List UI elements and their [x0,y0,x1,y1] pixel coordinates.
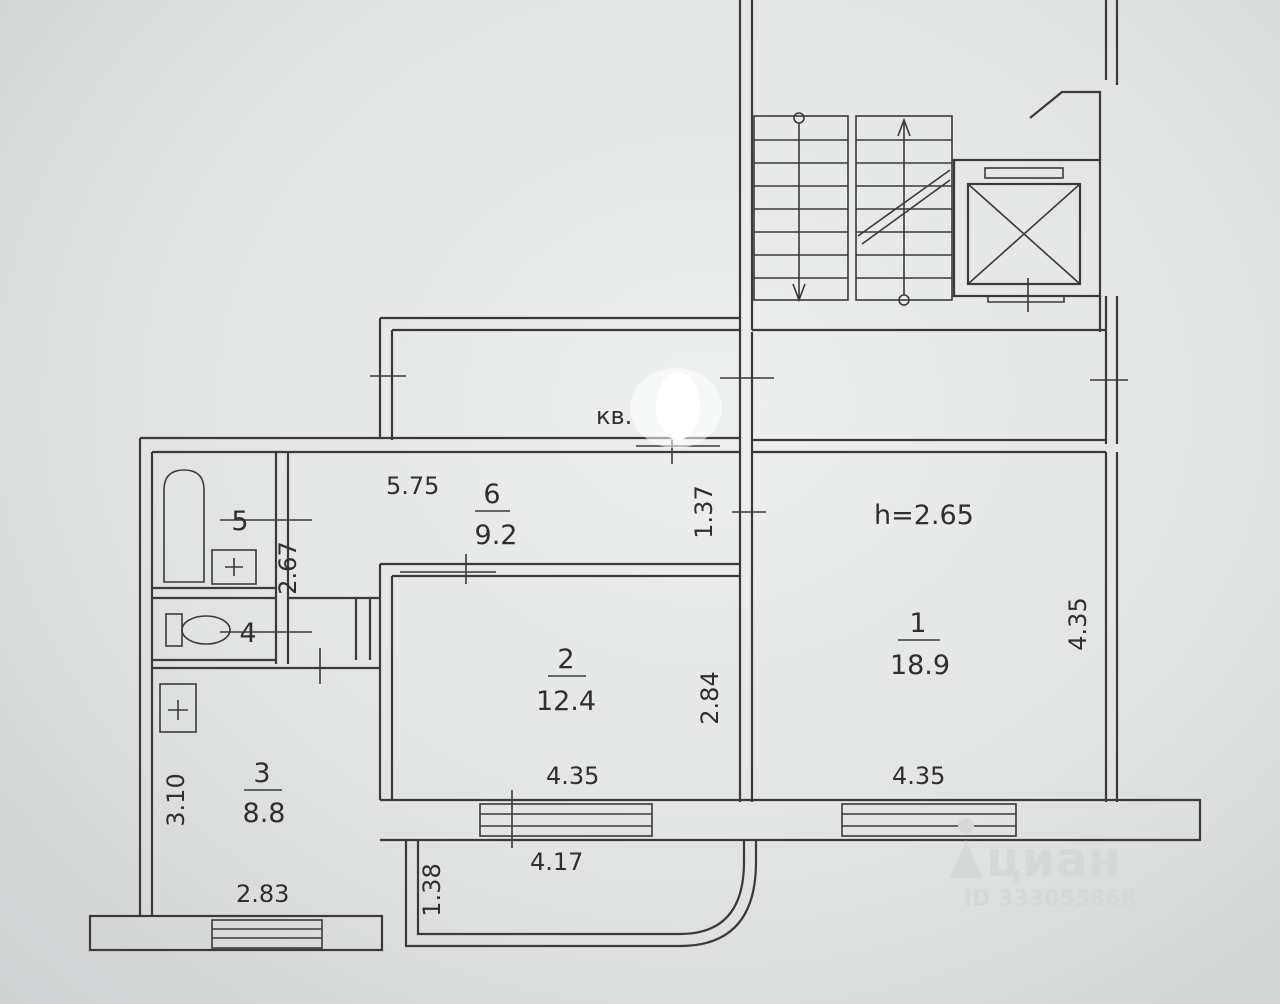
dim-hall-width: 1.37 [690,485,718,538]
window-room3 [211,919,323,949]
stairwell-block [738,0,1128,444]
dim-room1-height: 4.35 [1064,597,1092,650]
elevator-shaft [952,90,1102,312]
room-area: 9.2 [475,520,518,551]
bathtub-icon [163,469,205,583]
room-area: 12.4 [536,686,596,717]
apartment-label: кв. [596,402,632,430]
watermark-brand: циан [986,832,1121,888]
ceiling-height: h=2.65 [874,500,974,531]
window-room2 [479,790,653,848]
room-3-label: 3 8.8 [243,758,286,829]
room-1-label: 1 18.9 [890,608,950,681]
sink-icon [211,549,257,585]
balcony [404,840,758,948]
dim-room2-width: 4.35 [546,762,599,790]
dim-room2-height: 2.84 [696,671,724,724]
dim-hall-length: 5.75 [386,472,439,500]
room-area: 8.8 [243,798,286,829]
window-room1 [841,803,1017,837]
room-4-label: 4 [239,618,256,649]
dim-bath-length: 2.67 [274,541,302,594]
stair-direction-arrows [792,112,911,306]
apartment-walls [88,332,1202,952]
cian-logo-icon [950,818,982,878]
room-number: 1 [909,608,926,639]
cian-watermark: циан ID 333055868 [950,818,1136,912]
dim-balcony-length: 4.17 [530,848,583,876]
toilet-icon [165,613,231,647]
room-number: 2 [557,644,574,675]
watermark-id: ID 333055868 [964,887,1136,912]
room-number: 3 [253,758,270,789]
vestibule [370,316,1106,454]
room-6-label: 6 9.2 [475,479,518,551]
room-number: 6 [483,479,500,510]
room-area: 18.9 [890,650,950,681]
dim-room1-width: 4.35 [892,762,945,790]
room-number: 5 [231,506,248,537]
interior-partitions [152,440,766,800]
room-2-label: 2 12.4 [536,644,596,717]
dim-room3-height: 3.10 [162,773,190,826]
room-5-label: 5 [231,506,248,537]
dim-room3-width: 2.83 [236,880,289,908]
room-number: 4 [239,618,256,649]
stove-icon [159,683,197,733]
stair-flight-left [753,115,849,301]
dim-balcony-depth: 1.38 [418,863,446,916]
photo-glare [630,368,722,448]
